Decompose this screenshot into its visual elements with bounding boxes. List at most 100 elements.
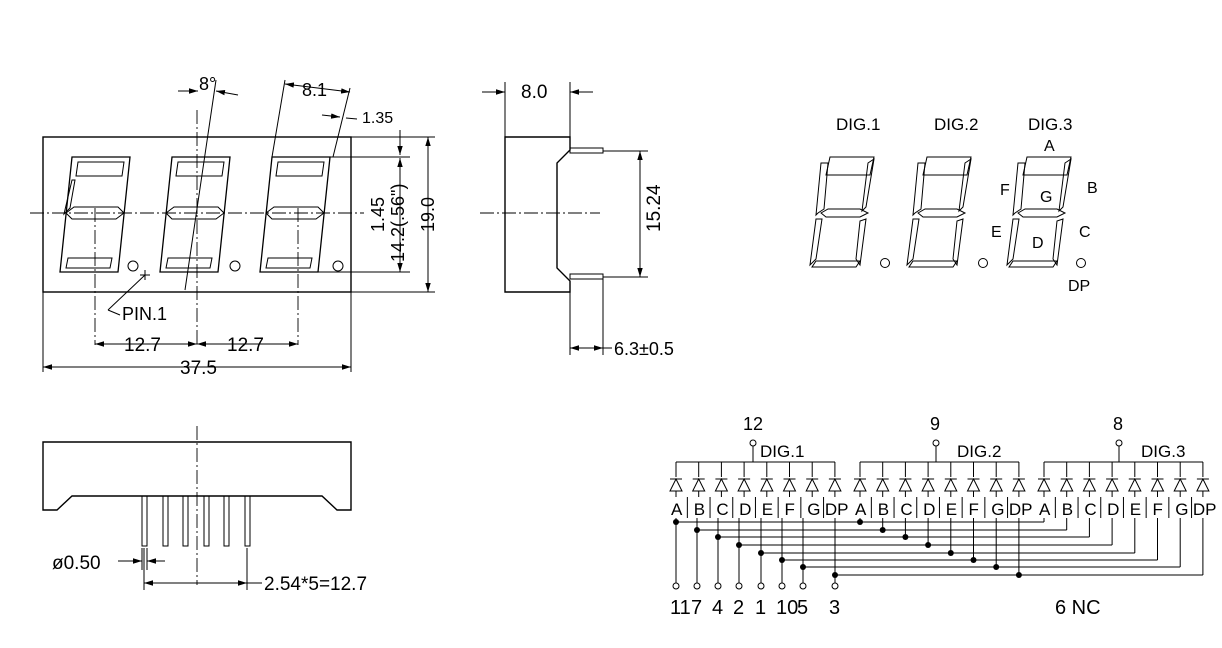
- bottom-pin-1: 1: [755, 597, 766, 619]
- segment-map-digit-2-label: DIG.2: [934, 115, 978, 134]
- diode-dig1-b: [691, 462, 706, 497]
- bottom-pin-10: 10: [776, 597, 798, 619]
- label-dig1-b: B: [694, 500, 705, 519]
- seg-label-a: A: [1044, 138, 1055, 155]
- diode-dig3-a: [1037, 462, 1051, 497]
- label-dig3-c: C: [1084, 500, 1096, 519]
- pin-column-3: [831, 518, 1204, 590]
- front-digit-2: [159, 156, 241, 273]
- label-dig3-e: E: [1130, 500, 1141, 519]
- front-view: 8° 8.1 1.35 1.45 14.2(.56") 19.0 PIN.1 1…: [30, 74, 438, 379]
- front-digit-1: [59, 156, 139, 273]
- diode-dig2-g: [989, 462, 1004, 497]
- common-pin-2: 9: [930, 414, 940, 434]
- label-dig3-dp: DP: [1193, 500, 1217, 519]
- common-pin-1: 12: [743, 414, 763, 434]
- label-dig2-g: G: [991, 500, 1004, 519]
- label-dig1-e: E: [762, 500, 773, 519]
- diode-dig3-e: [1127, 462, 1142, 497]
- side-pin-bottom: [569, 273, 604, 280]
- dim-pitch-2: 12.7: [227, 335, 264, 356]
- diode-dig3-g: [1173, 462, 1188, 497]
- dim-row-spacing: 15.24: [644, 184, 665, 232]
- diode-dig2-d: [921, 462, 935, 497]
- seg-label-e: E: [991, 224, 1002, 241]
- label-dig2-f: F: [969, 500, 979, 519]
- diode-dig1-dp: [828, 462, 842, 497]
- diode-dig3-f: [1150, 462, 1165, 497]
- bottom-pin-5: 5: [797, 597, 808, 619]
- dim-bottom-gap: 1.45: [368, 197, 388, 232]
- decimal-point-2: [229, 260, 241, 272]
- dim-pitch-1: 12.7: [124, 335, 161, 356]
- diode-dig1-d: [737, 462, 751, 497]
- diode-dig3-d: [1105, 462, 1119, 497]
- dim-height: 19.0: [418, 197, 438, 232]
- pin-column-2: [735, 518, 1113, 590]
- diode-dig1-e: [759, 462, 774, 497]
- digit-2-common-label: DIG.2: [957, 442, 1001, 461]
- seg-label-g: G: [1040, 189, 1052, 206]
- diode-dig3-dp: [1196, 462, 1210, 497]
- segment-map-digit-2: [906, 156, 972, 268]
- seg-label-b: B: [1087, 180, 1098, 197]
- diode-dig2-f: [966, 462, 981, 497]
- dim-char-height: 14.2(.56"): [388, 184, 408, 262]
- label-dig2-a: A: [855, 500, 867, 519]
- label-dig3-g: G: [1175, 500, 1188, 519]
- label-dig1-c: C: [716, 500, 728, 519]
- bottom-view: ø0.50 2.54*5=12.7: [42, 426, 367, 595]
- label-dig2-b: B: [878, 500, 889, 519]
- label-dig1-dp: DP: [825, 500, 849, 519]
- pin-column-10: [778, 518, 1158, 590]
- diode-dig1-c: [714, 462, 729, 497]
- seg-label-d: D: [1032, 235, 1044, 252]
- dim-width: 37.5: [180, 358, 217, 379]
- label-dig3-a: A: [1039, 500, 1051, 519]
- label-dig3-d: D: [1107, 500, 1119, 519]
- diode-dig2-a: [853, 462, 867, 497]
- bottom-pin-2: 2: [733, 597, 744, 619]
- dim-top-gap: 1.35: [362, 110, 393, 127]
- diode-dig2-e: [943, 462, 958, 497]
- segment-diodes: [669, 462, 1210, 497]
- digit-3-common-label: DIG.3: [1141, 442, 1185, 461]
- label-dig2-e: E: [946, 500, 957, 519]
- diode-dig2-dp: [1012, 462, 1026, 497]
- diode-dig3-c: [1082, 462, 1097, 497]
- pin-column-11: [672, 518, 1045, 590]
- bottom-pins: [141, 495, 251, 547]
- side-view: 8.0 15.24 6.3±0.5: [480, 82, 674, 359]
- label-dig1-a: A: [671, 500, 683, 519]
- common-pin-3: 8: [1113, 414, 1123, 434]
- label-dig2-c: C: [900, 500, 912, 519]
- seg-label-dp: DP: [1068, 278, 1090, 295]
- diode-dig1-f: [782, 462, 797, 497]
- dim-pin-span: 2.54*5=12.7: [264, 574, 367, 595]
- diode-dig2-c: [898, 462, 913, 497]
- pin-column-7: [693, 518, 1068, 590]
- front-digit-3: [259, 156, 344, 273]
- segment-map: DIG.1 DIG.2 DIG.3 A B C D E F G DP: [809, 115, 1098, 295]
- seg-label-c: C: [1079, 224, 1091, 241]
- decimal-point-1: [127, 260, 139, 272]
- segment-map-digit-1: [809, 156, 875, 268]
- bottom-pin-4: 4: [712, 597, 723, 619]
- dim-seg-width: 8.1: [302, 80, 327, 100]
- segment-map-digit-3-label: DIG.3: [1028, 115, 1072, 134]
- bottom-pin-11: 11: [670, 597, 691, 619]
- pin-column-1: [757, 518, 1136, 590]
- label-dig2-d: D: [923, 500, 935, 519]
- nc-label: 6 NC: [1055, 597, 1101, 619]
- side-pin-top: [569, 147, 604, 154]
- diode-dig2-b: [875, 462, 890, 497]
- dim-pin-length: 6.3±0.5: [614, 339, 674, 359]
- diode-dig3-b: [1059, 462, 1074, 497]
- label-dig2-dp: DP: [1009, 500, 1033, 519]
- diode-dig1-a: [669, 462, 683, 497]
- side-body-outline: [504, 136, 571, 293]
